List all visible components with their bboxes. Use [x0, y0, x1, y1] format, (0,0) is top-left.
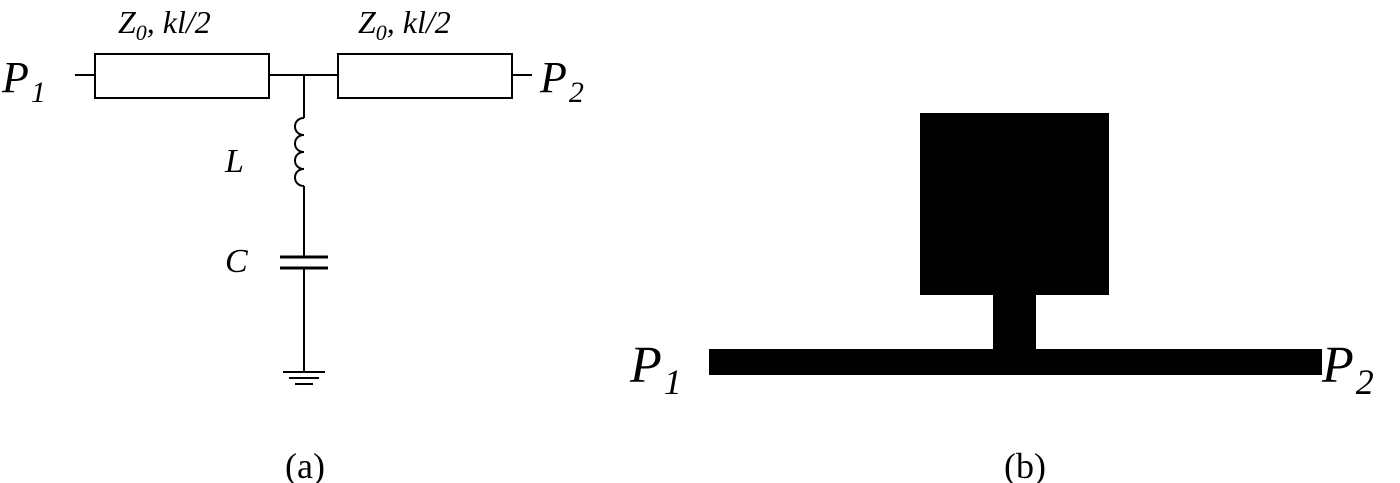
panel-b-port-left-label: P1 [629, 337, 682, 402]
stub-connector [993, 293, 1036, 351]
right-transmission-line [337, 53, 513, 99]
panel-a-port-left-label: P1 [1, 53, 46, 109]
main-microstrip-line [709, 349, 1322, 375]
panel-a-circuit [75, 53, 532, 385]
stub-patch [920, 113, 1109, 295]
panel-b-caption: (b) [1004, 446, 1046, 483]
panel-a-caption: (a) [285, 446, 325, 483]
left-transmission-line [94, 53, 270, 99]
left-line-label: Z0, kl/2 [118, 4, 211, 45]
capacitor-label: C [225, 243, 248, 280]
right-line-label: Z0, kl/2 [358, 4, 451, 45]
panel-a-port-right-label: P2 [539, 53, 584, 109]
panel-b-layout [709, 113, 1322, 375]
inductor-coil [294, 117, 305, 187]
inductor-label: L [224, 143, 244, 180]
panel-b-port-right-label: P2 [1321, 337, 1374, 402]
ground-icon [283, 371, 325, 385]
